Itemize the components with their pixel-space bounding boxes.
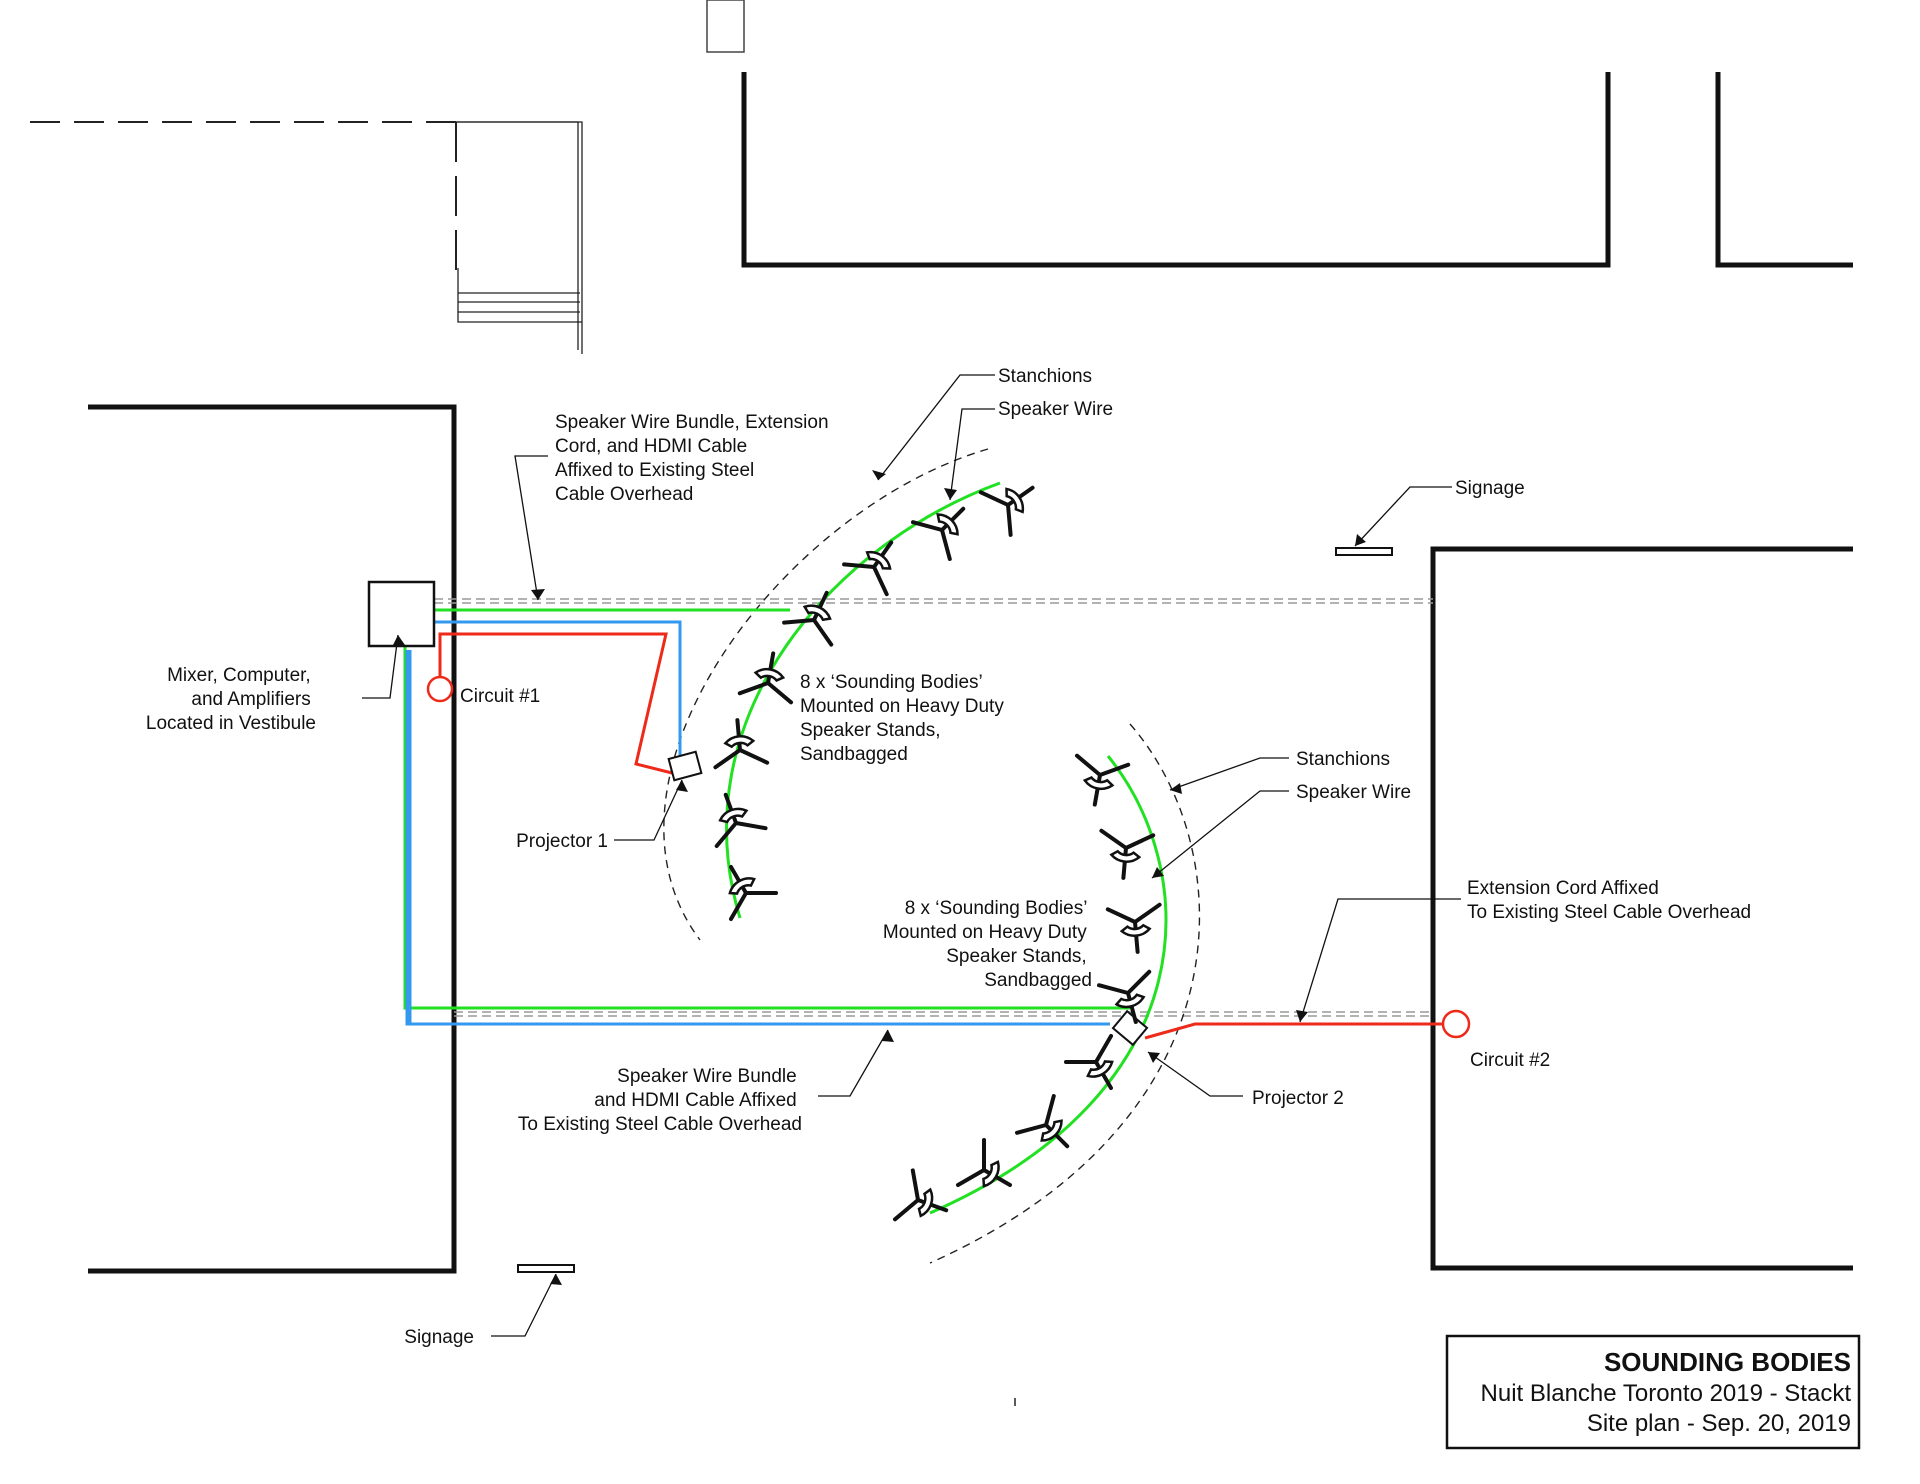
equipment bbox=[367, 547, 1471, 1273]
title-block-line-2: Site plan - Sep. 20, 2019 bbox=[1587, 1410, 1851, 1437]
tripod-speaker-stand-icon bbox=[1099, 828, 1156, 880]
label-extension-right: Extension Cord Affixed To Existing Steel… bbox=[1467, 878, 1751, 923]
building-top-right bbox=[1715, 72, 1853, 268]
leader-lines bbox=[362, 374, 1461, 1337]
tripod-speaker-stand-icon bbox=[728, 865, 779, 921]
label-bundle-bottom: Speaker Wire Bundle and HDMI Cable Affix… bbox=[518, 1066, 802, 1135]
hdmi-cable bbox=[434, 620, 682, 760]
speaker-stands bbox=[713, 485, 1162, 1222]
building-right bbox=[1430, 546, 1853, 1271]
signage-icon bbox=[1335, 547, 1393, 556]
tripod-speaker-stand-icon bbox=[893, 1168, 949, 1222]
tripod-speaker-stand-icon bbox=[911, 506, 966, 561]
tripod-speaker-stand-icon bbox=[978, 485, 1035, 537]
tripod-speaker-stand-icon bbox=[737, 651, 794, 705]
cables bbox=[403, 481, 1448, 1215]
arrowheads bbox=[393, 470, 1366, 1285]
stanchions bbox=[663, 448, 1201, 1264]
stanchion-arc-1 bbox=[663, 448, 989, 941]
tripod-speaker-stand-icon bbox=[1015, 1094, 1070, 1149]
building-top-center bbox=[741, 72, 1611, 268]
stanchion-arc-2 bbox=[929, 723, 1201, 1264]
label-circuit-2: Circuit #2 bbox=[1470, 1050, 1550, 1071]
projector-icon bbox=[667, 750, 703, 782]
label-bodies-2: 8 x ‘Sounding Bodies’ Mounted on Heavy D… bbox=[883, 898, 1092, 991]
label-speaker-wire-1: Speaker Wire bbox=[998, 399, 1113, 420]
tripod-speaker-stand-icon bbox=[714, 792, 768, 848]
tripod-speaker-stand-icon bbox=[956, 1137, 1012, 1188]
label-circuit-1: Circuit #1 bbox=[460, 686, 540, 707]
label-stanchions-1: Stanchions bbox=[998, 366, 1092, 387]
building-left bbox=[88, 404, 457, 1274]
tripod-speaker-stand-icon bbox=[1105, 902, 1162, 954]
tripod-speaker-stand-icon bbox=[1063, 1034, 1114, 1090]
label-bundle-top: Speaker Wire Bundle, Extension Cord, and… bbox=[555, 412, 834, 505]
power-circuit-icon bbox=[426, 675, 454, 703]
tripod-speaker-stand-icon bbox=[713, 718, 770, 770]
annotations: Stanchions Speaker Wire Speaker Wire Bun… bbox=[146, 366, 1751, 1348]
title-block-title: SOUNDING BODIES bbox=[1604, 1347, 1851, 1377]
label-stanchions-2: Stanchions bbox=[1296, 749, 1390, 770]
signage-icon bbox=[517, 1264, 575, 1273]
tripod-speaker-stand-icon bbox=[1074, 753, 1131, 807]
tripod-speaker-stand-icon bbox=[1097, 969, 1152, 1024]
speaker-wire-arc-2 bbox=[929, 755, 1168, 1215]
steel-cable-overhead bbox=[434, 598, 1433, 1017]
label-projector-1: Projector 1 bbox=[516, 831, 608, 852]
tripod-speaker-stand-icon bbox=[842, 540, 894, 597]
label-speaker-wire-2: Speaker Wire bbox=[1296, 782, 1411, 803]
stairs bbox=[456, 121, 583, 354]
label-signage-top: Signage bbox=[1455, 478, 1525, 499]
top-door-mark bbox=[706, 0, 745, 53]
label-bodies-1: 8 x ‘Sounding Bodies’ Mounted on Heavy D… bbox=[800, 672, 1009, 765]
extension-cord-2 bbox=[1144, 1022, 1448, 1040]
title-block-line-1: Nuit Blanche Toronto 2019 - Stackt bbox=[1481, 1380, 1852, 1407]
label-projector-2: Projector 2 bbox=[1252, 1088, 1344, 1109]
power-circuit-icon bbox=[1441, 1009, 1471, 1039]
tripod-speaker-stand-icon bbox=[782, 590, 834, 647]
existing-structures bbox=[30, 0, 1853, 1406]
title-block: SOUNDING BODIES Nuit Blanche Toronto 201… bbox=[1445, 1334, 1861, 1450]
title-block-frame bbox=[1445, 1334, 1861, 1450]
label-mixer: Mixer, Computer, and Amplifiers Located … bbox=[146, 665, 316, 734]
equipment-box-icon bbox=[367, 580, 436, 648]
label-signage-bottom: Signage bbox=[404, 1327, 474, 1348]
extension-cord-1 bbox=[438, 632, 677, 776]
